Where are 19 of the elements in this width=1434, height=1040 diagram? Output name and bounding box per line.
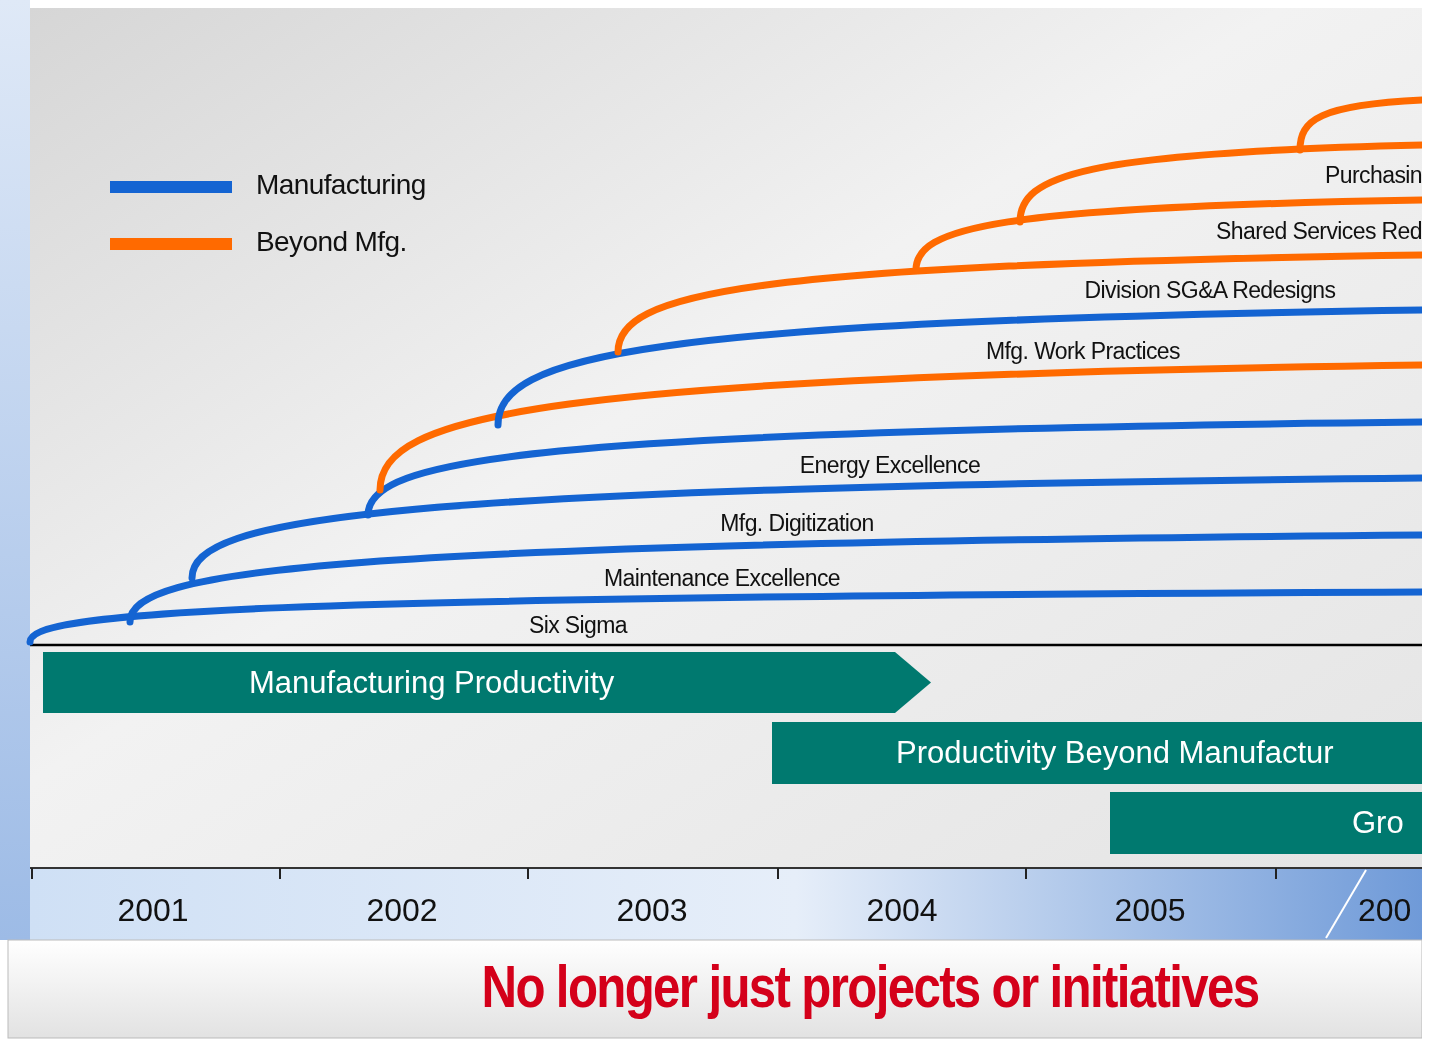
phase-banner: Gro [1110,792,1422,854]
initiative-label: Mfg. Work Practices [986,338,1180,364]
year-label: 2002 [366,892,438,928]
initiative-label: Division SG&A Redesigns [1084,277,1336,303]
initiative-label: Purchasin [1325,162,1422,188]
initiative-label: Six Sigma [528,612,628,638]
initiative-label: Shared Services Red [1216,218,1422,244]
year-label: 200 [1358,892,1412,928]
initiative-label: Energy Excellence [799,452,981,478]
caption: No longer just projects or initiatives [481,952,1259,1022]
phase-banner: Productivity Beyond Manufactur [772,722,1422,784]
year-label: 2005 [1114,892,1186,928]
initiative-label: Maintenance Excellence [603,565,841,591]
initiative-label: Mfg. Digitization [720,510,874,536]
year-label: 2003 [616,892,688,928]
legend-label: Manufacturing [256,169,426,201]
legend-label: Beyond Mfg. [256,226,407,258]
year-label: 2004 [866,892,938,928]
year-label: 2001 [117,892,189,928]
